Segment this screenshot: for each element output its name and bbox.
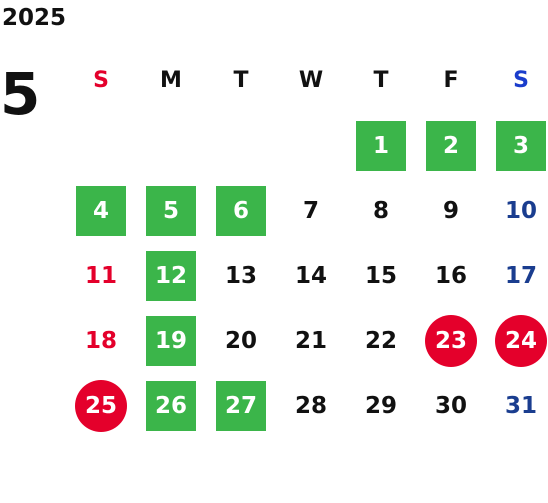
- day-number: 23: [425, 314, 477, 367]
- day-number: 30: [434, 392, 467, 419]
- weekday-friday: F: [416, 48, 486, 113]
- weekday-header-row: S M T W T F S: [66, 48, 548, 113]
- day-number: 9: [442, 197, 459, 224]
- day-cell[interactable]: 25: [66, 373, 136, 438]
- weekday-label: W: [298, 68, 324, 93]
- day-number: 24: [495, 314, 547, 367]
- day-number: 6: [216, 185, 266, 236]
- day-number: 28: [294, 392, 327, 419]
- day-number: 11: [84, 262, 117, 289]
- week-row: 18 19 20 21 22 23 24: [66, 308, 548, 373]
- weekday-label: T: [233, 68, 249, 93]
- day-number: 2: [426, 120, 476, 171]
- day-cell[interactable]: 22: [346, 308, 416, 373]
- day-cell[interactable]: 11: [66, 243, 136, 308]
- day-cell[interactable]: 19: [136, 308, 206, 373]
- day-number: 15: [364, 262, 397, 289]
- day-cell: [206, 113, 276, 178]
- day-number: 25: [75, 379, 127, 432]
- weekday-thursday: T: [346, 48, 416, 113]
- day-cell[interactable]: 17: [486, 243, 548, 308]
- weekday-wednesday: W: [276, 48, 346, 113]
- day-number: 12: [146, 250, 196, 301]
- day-cell[interactable]: 24: [486, 308, 548, 373]
- day-number: 26: [146, 380, 196, 431]
- day-cell[interactable]: 18: [66, 308, 136, 373]
- day-cell[interactable]: 29: [346, 373, 416, 438]
- day-cell[interactable]: 5: [136, 178, 206, 243]
- day-cell[interactable]: 4: [66, 178, 136, 243]
- day-cell[interactable]: 9: [416, 178, 486, 243]
- weekday-label: M: [160, 68, 182, 93]
- day-cell[interactable]: 2: [416, 113, 486, 178]
- day-number: 3: [496, 120, 546, 171]
- week-row: 11 12 13 14 15 16 17: [66, 243, 548, 308]
- year-label: 2025: [2, 5, 67, 31]
- weekday-label: S: [93, 68, 109, 93]
- day-cell[interactable]: 16: [416, 243, 486, 308]
- day-number: 16: [434, 262, 467, 289]
- day-cell[interactable]: 10: [486, 178, 548, 243]
- day-cell[interactable]: 3: [486, 113, 548, 178]
- day-number: 27: [216, 380, 266, 431]
- day-cell[interactable]: 20: [206, 308, 276, 373]
- day-cell[interactable]: 23: [416, 308, 486, 373]
- weekday-tuesday: T: [206, 48, 276, 113]
- day-cell[interactable]: 21: [276, 308, 346, 373]
- weekday-label: F: [443, 68, 459, 93]
- day-cell: [136, 113, 206, 178]
- weekday-sunday: S: [66, 48, 136, 113]
- weekday-label: T: [373, 68, 389, 93]
- weekday-saturday: S: [486, 48, 548, 113]
- day-number: 18: [84, 327, 117, 354]
- day-number: 19: [146, 315, 196, 366]
- day-cell[interactable]: 13: [206, 243, 276, 308]
- day-number: 7: [302, 197, 319, 224]
- day-number: 10: [504, 197, 537, 224]
- weekday-label: S: [513, 68, 529, 93]
- day-cell[interactable]: 31: [486, 373, 548, 438]
- day-number: 8: [372, 197, 389, 224]
- day-number: 21: [294, 327, 327, 354]
- weekday-monday: M: [136, 48, 206, 113]
- day-cell[interactable]: 30: [416, 373, 486, 438]
- day-cell: [66, 113, 136, 178]
- day-number: 1: [356, 120, 406, 171]
- day-number: 5: [146, 185, 196, 236]
- day-cell[interactable]: 7: [276, 178, 346, 243]
- day-cell[interactable]: 14: [276, 243, 346, 308]
- day-number: 4: [76, 185, 126, 236]
- day-number: 29: [364, 392, 397, 419]
- day-number: 22: [364, 327, 397, 354]
- day-cell[interactable]: 26: [136, 373, 206, 438]
- day-cell[interactable]: 27: [206, 373, 276, 438]
- month-label: 5: [0, 60, 41, 128]
- day-number: 13: [224, 262, 257, 289]
- day-cell[interactable]: 12: [136, 243, 206, 308]
- day-number: 14: [294, 262, 327, 289]
- day-cell[interactable]: 1: [346, 113, 416, 178]
- day-cell[interactable]: 28: [276, 373, 346, 438]
- day-number: 20: [224, 327, 257, 354]
- day-cell[interactable]: 15: [346, 243, 416, 308]
- day-cell: [276, 113, 346, 178]
- day-cell[interactable]: 8: [346, 178, 416, 243]
- day-number: 31: [504, 392, 537, 419]
- day-cell[interactable]: 6: [206, 178, 276, 243]
- week-row: 25 26 27 28 29 30 31: [66, 373, 548, 438]
- day-number: 17: [504, 262, 537, 289]
